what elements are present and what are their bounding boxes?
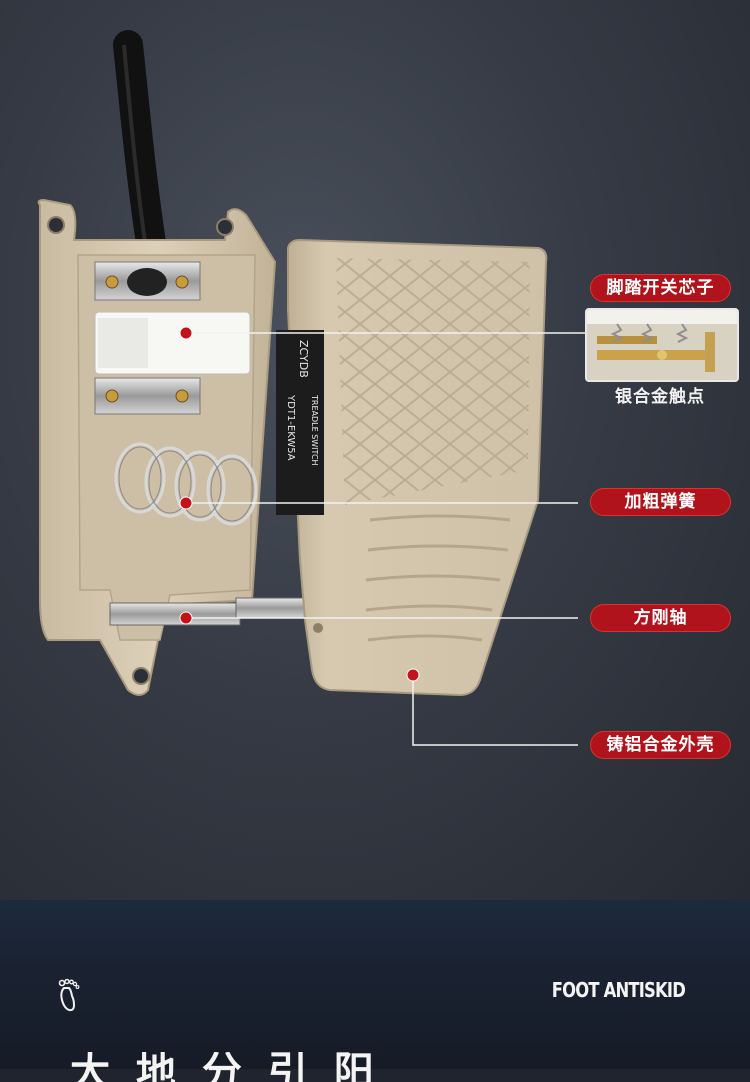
- foot-icon: [56, 978, 82, 1016]
- callout-dot-shaft: [179, 611, 193, 625]
- section-heading-partial: 大 地 分 引 阳: [70, 1052, 380, 1082]
- svg-text:YDT1-EKW5A: YDT1-EKW5A: [285, 394, 296, 461]
- model-label: [276, 330, 324, 515]
- power-cable: [113, 30, 167, 265]
- section-title: FOOT ANTISKID: [551, 978, 686, 1002]
- foot-switch-illustration: ZCYDB YDT1-EKW5A TREADLE SWITCH: [37, 30, 585, 746]
- spring: [114, 442, 258, 526]
- contact-closeup-image: [585, 308, 739, 382]
- callout-spring-label: 加粗弹簧: [590, 488, 731, 516]
- callout-shell-label: 铸铝合金外壳: [590, 731, 731, 759]
- callout-dot-shell: [406, 668, 420, 682]
- shaft: [109, 602, 241, 626]
- callout-shaft-label: 方刚轴: [590, 604, 731, 632]
- callout-core-label: 脚踏开关芯子: [590, 274, 731, 302]
- callout-dot-spring: [179, 496, 193, 510]
- brand-text: ZCYDB: [297, 340, 310, 378]
- svg-text:TREADLE SWITCH: TREADLE SWITCH: [310, 394, 319, 466]
- callout-dot-core: [179, 326, 193, 340]
- feature-section: [0, 900, 750, 1069]
- contact-caption: 银合金触点: [615, 387, 705, 407]
